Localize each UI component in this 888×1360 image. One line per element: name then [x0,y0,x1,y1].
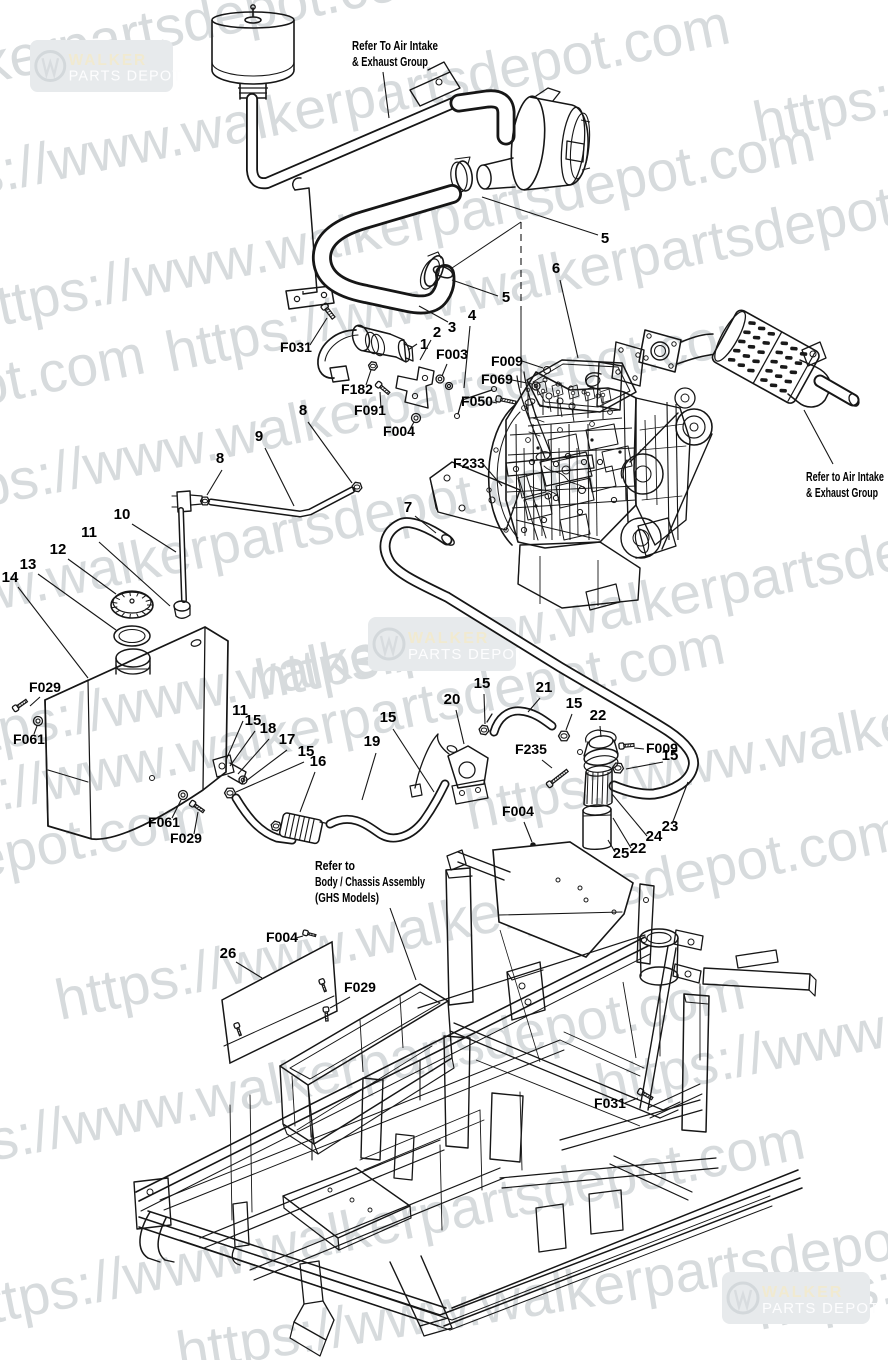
svg-text:6: 6 [552,260,560,277]
svg-text:8: 8 [216,450,224,467]
svg-text:22: 22 [630,840,647,857]
svg-text:F004: F004 [383,423,415,439]
svg-text:F182: F182 [341,381,373,397]
svg-text:8: 8 [299,402,307,419]
svg-text:11: 11 [232,702,248,719]
svg-text:15: 15 [380,709,397,726]
svg-text:F009: F009 [491,353,523,369]
svg-text:15: 15 [662,747,679,764]
svg-text:7: 7 [404,499,412,516]
svg-text:WALKER: WALKER [762,1284,843,1301]
svg-text:17: 17 [279,731,296,748]
svg-text:F029: F029 [29,679,61,695]
svg-text:F004: F004 [266,929,298,945]
svg-text:(GHS Models): (GHS Models) [315,890,379,905]
svg-text:21: 21 [536,679,553,696]
svg-text:22: 22 [590,707,607,724]
svg-text:16: 16 [310,753,327,770]
svg-text:20: 20 [444,691,461,708]
svg-text:24: 24 [646,828,663,845]
svg-text:5: 5 [601,230,609,247]
svg-text:Refer to: Refer to [315,858,355,873]
svg-text:WALKER: WALKER [69,52,148,69]
svg-text:PARTS DEPOT: PARTS DEPOT [408,646,526,663]
svg-text:WALKER: WALKER [408,630,489,647]
svg-text:F050: F050 [461,393,493,409]
svg-text:F003: F003 [436,346,468,362]
svg-text:& Exhaust Group: & Exhaust Group [806,485,878,500]
svg-text:15: 15 [566,695,583,712]
svg-text:14: 14 [2,569,19,586]
svg-text:F004: F004 [502,803,534,819]
svg-text:F069: F069 [481,371,513,387]
svg-text:15: 15 [298,743,315,760]
svg-text:19: 19 [364,733,381,750]
svg-text:PARTS DEPOT: PARTS DEPOT [762,1300,880,1317]
svg-text:& Exhaust Group: & Exhaust Group [352,54,428,69]
svg-text:F233: F233 [453,455,485,471]
svg-text:1: 1 [420,336,428,353]
svg-text:F031: F031 [594,1095,626,1111]
svg-text:F009: F009 [646,740,678,756]
svg-text:F061: F061 [148,814,180,830]
svg-text:F061: F061 [13,731,45,747]
svg-text:F029: F029 [170,830,202,846]
svg-text:F091: F091 [354,402,386,418]
svg-text:Body / Chassis Assembly: Body / Chassis Assembly [315,874,426,889]
svg-text:26: 26 [220,945,237,962]
svg-text:25: 25 [613,845,630,862]
svg-text:15: 15 [474,675,491,692]
svg-text:12: 12 [50,541,67,558]
svg-text:PARTS DEPOT: PARTS DEPOT [69,68,183,84]
svg-text:5: 5 [502,289,510,306]
svg-text:10: 10 [114,506,131,523]
svg-text:F031: F031 [280,339,312,355]
svg-text:15: 15 [245,712,262,729]
svg-text:2: 2 [433,324,441,341]
svg-text:Refer to Air Intake: Refer to Air Intake [806,469,884,484]
svg-text:Refer To Air Intake: Refer To Air Intake [352,38,438,53]
svg-text:F029: F029 [344,979,376,995]
svg-text:13: 13 [20,556,37,573]
svg-text:3: 3 [448,319,456,336]
svg-text:9: 9 [255,428,263,445]
svg-text:F235: F235 [515,741,547,757]
svg-text:18: 18 [260,720,277,737]
svg-text:4: 4 [468,307,477,324]
svg-text:23: 23 [662,818,679,835]
svg-text:11: 11 [81,524,97,541]
